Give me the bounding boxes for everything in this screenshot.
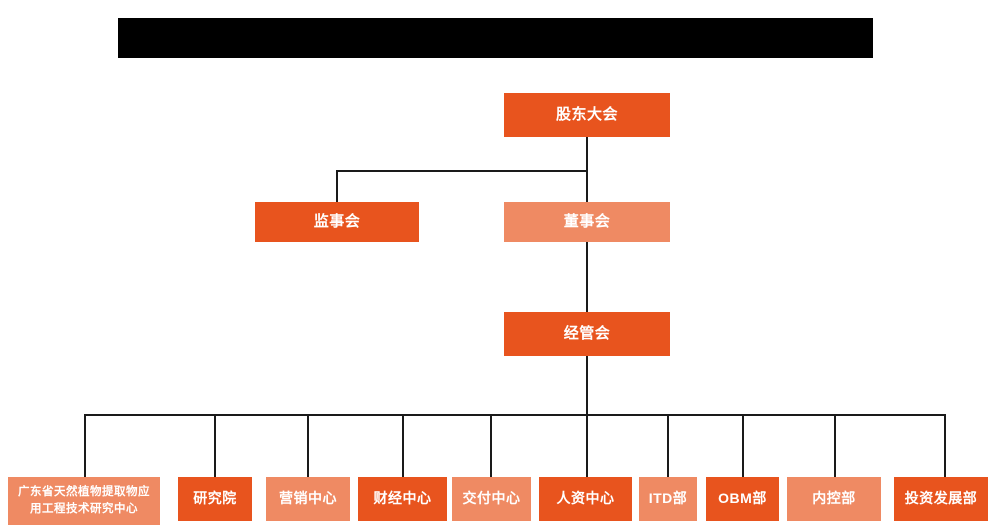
connector-to-directors: [586, 170, 588, 202]
connector-management-down: [586, 356, 588, 416]
connector-drop-internal-control: [834, 414, 836, 477]
node-label: 人资中心: [556, 490, 615, 507]
node-label-line2: 用工程技术研究中心: [30, 503, 138, 515]
node-label: 交付中心: [462, 490, 521, 507]
node-internal-control-dept[interactable]: 内控部: [787, 477, 881, 521]
node-research-institute[interactable]: 研究院: [178, 477, 252, 521]
node-board-of-directors[interactable]: 董事会: [504, 202, 670, 242]
connector-drop-delivery-center: [490, 414, 492, 477]
connector-drop-obm: [742, 414, 744, 477]
connector-department-bus: [84, 414, 946, 416]
connector-drop-research-institute: [214, 414, 216, 477]
node-label: 投资发展部: [904, 490, 978, 507]
node-shareholders-meeting[interactable]: 股东大会: [504, 93, 670, 137]
node-delivery-center[interactable]: 交付中心: [452, 477, 531, 521]
connector-drop-itd: [667, 414, 669, 477]
node-itd-dept[interactable]: ITD部: [639, 477, 697, 521]
connector-level2-bus: [336, 170, 588, 172]
node-label: 股东大会: [555, 105, 618, 123]
node-management-committee[interactable]: 经管会: [504, 312, 670, 356]
connector-directors-to-management: [586, 242, 588, 312]
node-label: 监事会: [313, 212, 361, 230]
connector-drop-research-center: [84, 414, 86, 477]
node-label: 财经中心: [373, 490, 432, 507]
node-label: 广东省天然植物提取物应 用工程技术研究中心: [8, 484, 160, 517]
redacted-title-banner: [118, 18, 873, 58]
node-label: 内控部: [812, 490, 856, 507]
node-label: 营销中心: [279, 490, 337, 507]
connector-to-supervisors: [336, 170, 338, 202]
node-research-center[interactable]: 广东省天然植物提取物应 用工程技术研究中心: [8, 477, 160, 525]
node-obm-dept[interactable]: OBM部: [706, 477, 779, 521]
node-finance-center[interactable]: 财经中心: [358, 477, 447, 521]
node-board-of-supervisors[interactable]: 监事会: [255, 202, 419, 242]
connector-drop-investment-development: [944, 414, 946, 477]
node-label: 研究院: [193, 490, 237, 507]
node-investment-development-dept[interactable]: 投资发展部: [894, 477, 988, 521]
connector-drop-finance-center: [402, 414, 404, 477]
connector-drop-marketing-center: [307, 414, 309, 477]
node-label: 董事会: [563, 212, 611, 230]
connector-shareholders-down: [586, 137, 588, 171]
node-label: OBM部: [718, 490, 767, 507]
node-label-line1: 广东省天然植物提取物应: [18, 486, 150, 499]
node-label: 经管会: [563, 324, 611, 342]
node-label: ITD部: [648, 490, 688, 507]
connector-drop-hr-center: [586, 414, 588, 477]
node-hr-center[interactable]: 人资中心: [539, 477, 632, 521]
node-marketing-center[interactable]: 营销中心: [266, 477, 350, 521]
